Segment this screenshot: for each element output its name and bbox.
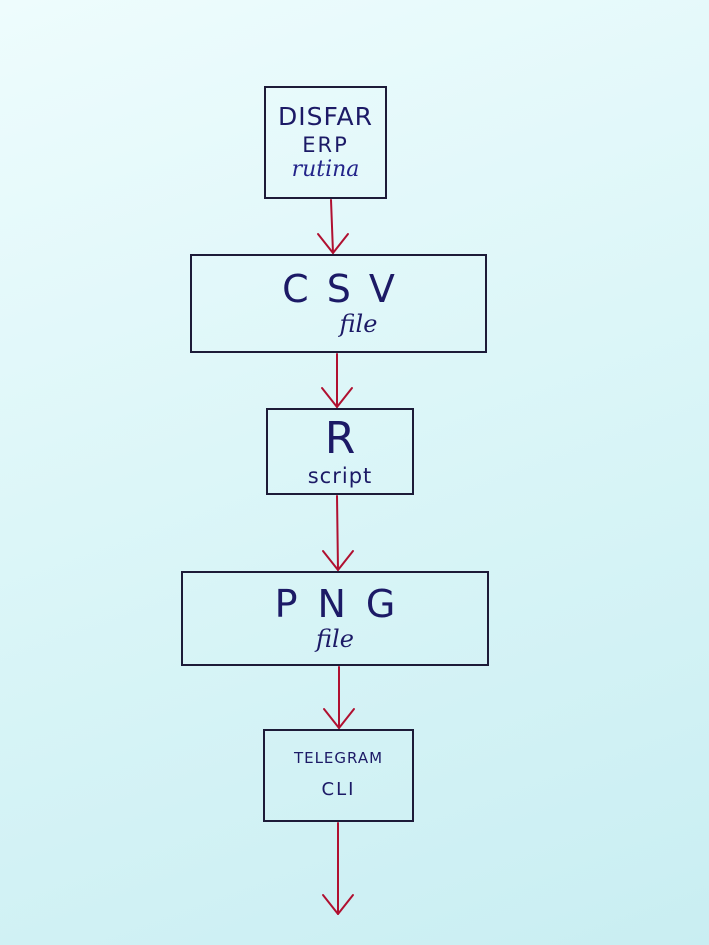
arrow-telegram-output — [322, 822, 354, 915]
node-label-line: file — [339, 309, 378, 338]
node-telegram-cli: TELEGRAM CLI — [263, 729, 414, 822]
arrow-disfar-to-csv — [317, 199, 349, 254]
arrow-csv-to-r — [321, 353, 353, 408]
node-label-line: CLI — [321, 778, 356, 800]
arrowhead — [322, 894, 354, 915]
node-label-line: rutina — [291, 157, 360, 183]
node-label-line: TELEGRAM — [293, 749, 384, 768]
arrowhead — [321, 387, 353, 408]
arrow-png-to-telegram — [323, 666, 355, 729]
node-csv-file: CSV file — [190, 254, 487, 353]
node-label-line: file — [316, 624, 354, 653]
node-label-line: CSV — [282, 266, 413, 311]
node-disfar-erp-rutina: DISFAR ERP rutina — [264, 86, 387, 199]
node-label-line: DISFAR — [277, 101, 374, 131]
node-label-line: R — [324, 413, 356, 465]
arrowhead — [322, 550, 354, 571]
node-label-line: PNG — [274, 581, 416, 626]
node-label-line: script — [307, 463, 373, 488]
node-png-file: PNG file — [181, 571, 489, 666]
arrowhead — [323, 708, 355, 729]
arrow-r-to-png — [322, 495, 354, 571]
node-label-line: ERP — [302, 133, 349, 158]
arrowhead — [317, 233, 349, 254]
node-r-script: R script — [266, 408, 414, 495]
